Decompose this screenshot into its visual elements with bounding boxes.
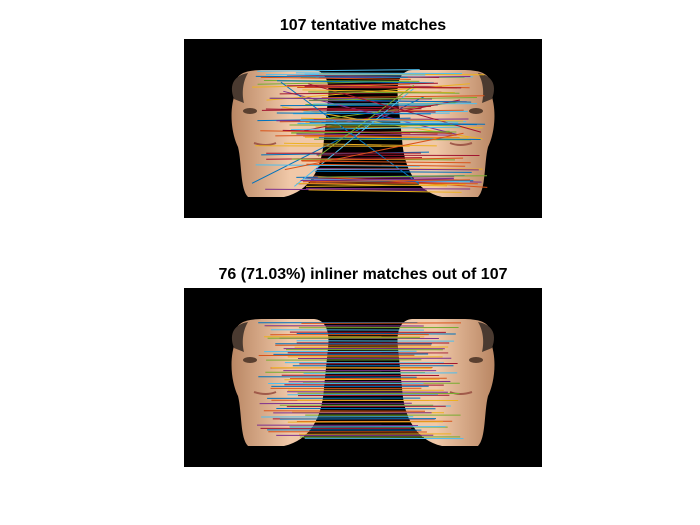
left-eye	[243, 357, 257, 363]
match-line	[280, 105, 432, 110]
match-line	[308, 189, 462, 193]
inlier-matches-image	[231, 319, 495, 446]
match-line	[318, 137, 481, 140]
right-eye	[469, 108, 483, 114]
left-eye	[243, 108, 257, 114]
inlier-match-lines	[256, 322, 464, 440]
match-line	[282, 129, 452, 134]
left-mouth	[253, 391, 277, 395]
match-line	[260, 76, 411, 80]
left-hair	[231, 322, 248, 352]
match-line	[267, 337, 420, 339]
match-line	[300, 117, 464, 122]
match-line	[286, 82, 438, 87]
match-line	[263, 410, 426, 412]
match-line	[287, 391, 448, 393]
match-line	[265, 188, 427, 191]
right-hair	[478, 73, 495, 103]
match-line	[280, 104, 438, 107]
left-mouth	[253, 142, 277, 146]
inlier-matches-panel	[184, 288, 542, 467]
match-line	[284, 378, 440, 381]
right-mouth	[449, 391, 473, 395]
match-line	[314, 170, 472, 173]
tentative-match-lines	[251, 69, 488, 193]
tentative-matches-image	[231, 69, 495, 197]
bottom-panel-title: 76 (71.03%) inliner matches out of 107	[218, 266, 508, 283]
match-line	[304, 86, 462, 89]
match-line	[296, 333, 456, 335]
match-line	[302, 89, 455, 94]
match-line	[316, 154, 480, 156]
match-line	[255, 145, 410, 147]
match-line	[289, 426, 446, 428]
left-face	[231, 319, 329, 446]
left-hair	[231, 73, 248, 103]
right-eye	[469, 357, 483, 363]
match-line	[284, 132, 464, 171]
match-line	[314, 138, 472, 141]
match-line	[266, 83, 470, 101]
match-line	[306, 163, 466, 167]
match-line	[313, 118, 469, 121]
match-line	[296, 133, 457, 136]
match-line	[303, 135, 460, 138]
match-line	[255, 164, 420, 167]
match-line	[316, 168, 479, 171]
match-line	[276, 112, 431, 115]
match-line	[317, 175, 488, 178]
match-line	[302, 178, 470, 183]
match-line	[295, 72, 463, 74]
match-line	[303, 372, 458, 374]
match-line	[301, 157, 464, 161]
tentative-matches-panel	[184, 39, 542, 218]
match-line	[283, 142, 437, 147]
match-line	[297, 122, 459, 125]
match-line	[301, 322, 462, 324]
match-line	[276, 80, 434, 84]
match-line	[258, 376, 417, 378]
match-line	[300, 178, 455, 181]
match-line	[290, 126, 461, 131]
match-line	[300, 120, 467, 123]
match-line	[305, 187, 471, 190]
top-panel-title: 107 tentative matches	[279, 17, 447, 34]
match-line	[308, 97, 478, 101]
match-line	[309, 182, 478, 185]
match-line	[319, 73, 485, 76]
match-line	[257, 69, 420, 72]
match-line	[302, 179, 471, 183]
match-line	[313, 175, 488, 188]
match-line	[255, 75, 408, 78]
right-mouth	[449, 142, 473, 146]
match-line	[305, 184, 466, 187]
match-line	[301, 160, 471, 164]
match-line	[261, 108, 422, 111]
right-face	[397, 319, 495, 446]
right-hair	[478, 322, 495, 352]
match-line	[308, 91, 460, 94]
match-line	[279, 418, 437, 420]
